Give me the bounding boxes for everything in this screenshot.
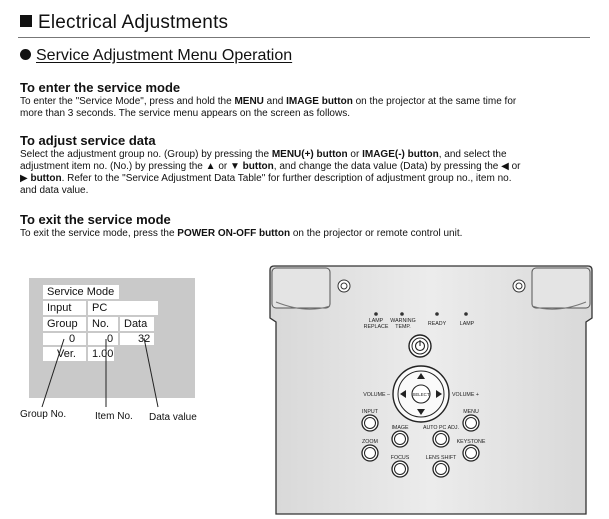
- title-rule: [18, 37, 590, 38]
- svg-text:FOCUS: FOCUS: [391, 455, 410, 461]
- adjust-heading: To adjust service data: [20, 133, 156, 148]
- no-value: 0: [88, 333, 118, 345]
- svg-text:AUTO PC ADJ.: AUTO PC ADJ.: [423, 425, 459, 431]
- data-column-label: Data: [120, 317, 154, 331]
- svg-text:KEYSTONE: KEYSTONE: [457, 439, 486, 445]
- square-bullet-icon: [20, 15, 32, 27]
- circle-bullet-icon: [20, 49, 31, 60]
- screw-left-icon: [337, 279, 351, 293]
- screw-right-icon: [512, 279, 526, 293]
- svg-text:LAMP: LAMP: [460, 321, 475, 327]
- svg-text:IMAGE: IMAGE: [391, 425, 409, 431]
- service-menu-title: Service Mode: [43, 285, 119, 299]
- input-label: Input: [43, 301, 86, 315]
- svg-text:LENS SHIFT: LENS SHIFT: [426, 455, 457, 461]
- svg-text:VOLUME –: VOLUME –: [363, 392, 390, 398]
- svg-text:READY: READY: [428, 321, 447, 327]
- data-value-callout: Data value: [149, 412, 197, 423]
- version-value: 1.00: [88, 347, 114, 361]
- svg-text:INPUT: INPUT: [362, 409, 379, 415]
- power-button: [408, 334, 432, 358]
- enter-paragraph: To enter the "Service Mode", press and h…: [20, 96, 517, 119]
- exit-paragraph: To exit the service mode, press the POWE…: [20, 228, 463, 239]
- input-value: PC: [88, 301, 158, 315]
- version-label: Ver.: [43, 347, 86, 361]
- svg-text:SELECT: SELECT: [412, 392, 429, 397]
- adjust-paragraph: Select the adjustment group no. (Group) …: [20, 149, 521, 196]
- enter-heading: To enter the service mode: [20, 80, 181, 95]
- svg-text:VOLUME +: VOLUME +: [452, 392, 479, 398]
- exit-heading: To exit the service mode: [20, 212, 171, 227]
- item-no-callout: Item No.: [95, 411, 133, 422]
- section-title: Service Adjustment Menu Operation: [20, 47, 292, 65]
- group-column-label: Group: [43, 317, 86, 331]
- direction-pad: [392, 365, 450, 423]
- svg-text:MENU: MENU: [463, 409, 479, 415]
- no-column-label: No.: [88, 317, 118, 331]
- svg-text:ZOOM: ZOOM: [362, 439, 378, 445]
- page-title: Electrical Adjustments: [20, 12, 228, 34]
- group-value: 0: [43, 333, 86, 345]
- group-no-callout: Group No.: [20, 409, 67, 420]
